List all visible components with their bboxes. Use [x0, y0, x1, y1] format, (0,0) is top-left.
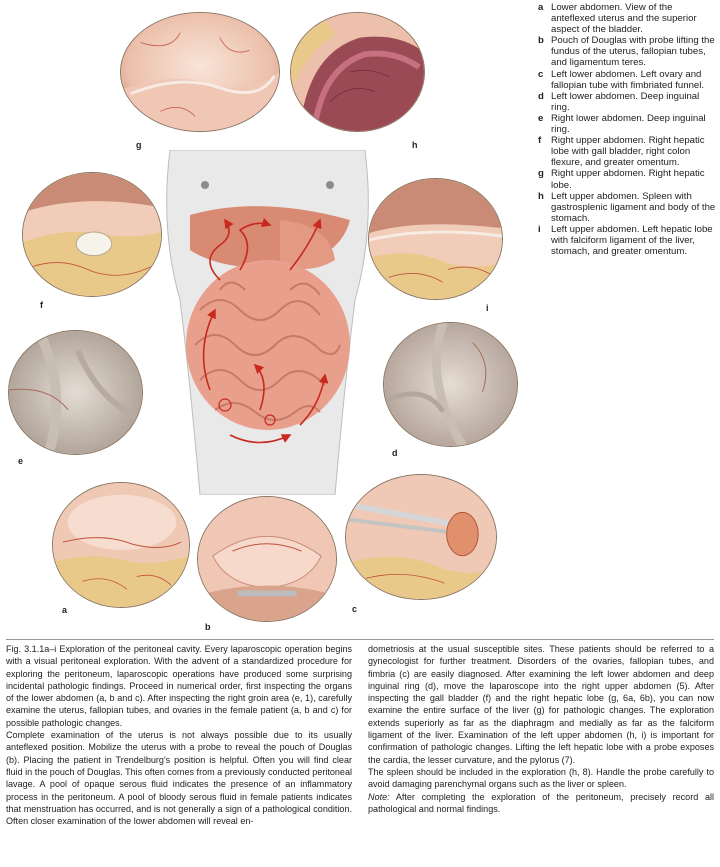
label-e: e: [18, 456, 24, 466]
legend-item-h: h Left upper abdomen. Spleen with gastro…: [538, 190, 716, 224]
figure-id: Fig. 3.1.1a–i: [6, 644, 57, 654]
endoscopic-view-i: [368, 178, 503, 300]
caption-right-column: dometriosis at the usual susceptible sit…: [368, 643, 714, 815]
caption-note: Note: After completing the exploration o…: [368, 791, 714, 816]
torso-illustration: [160, 150, 375, 495]
legend-item-b: b Pouch of Douglas with probe lifting th…: [538, 35, 715, 69]
endoscopic-view-b: [197, 496, 337, 622]
endoscopic-view-f: [22, 172, 162, 297]
endoscopic-view-h: [290, 12, 425, 132]
label-d: d: [392, 448, 398, 458]
caption-title: Exploration of the peritoneal cavity.: [59, 644, 202, 654]
label-h: h: [412, 140, 418, 150]
caption-paragraph-3: dometriosis at the usual susceptible sit…: [368, 644, 714, 765]
label-c: c: [352, 604, 358, 614]
caption-paragraph-2: Complete examination of the uterus is no…: [6, 730, 352, 827]
label-f: f: [40, 300, 43, 310]
label-i: i: [486, 303, 489, 313]
endoscopic-view-d: [383, 322, 518, 447]
legend-item-a: a Lower abdomen. View of the anteflexed …: [538, 2, 697, 36]
legend-item-e: e Right lower abdomen. Deep inguinal rin…: [538, 112, 706, 136]
figure-legend: a Lower abdomen. View of the anteflexed …: [538, 2, 716, 257]
caption-paragraph-4: The spleen should be included in the exp…: [368, 766, 714, 790]
label-a: a: [62, 605, 68, 615]
legend-item-g: g Right upper abdomen. Right hepatic lob…: [538, 168, 705, 191]
caption-paragraph-1: Fig. 3.1.1a–i Exploration of the periton…: [6, 643, 352, 729]
legend-item-d: d Left lower abdomen. Deep inguinal ring…: [538, 90, 700, 113]
label-g: g: [136, 140, 142, 150]
legend-item-f: f Right upper abdomen. Right hepatic lob…: [538, 135, 705, 169]
endoscopic-view-g: [120, 12, 280, 132]
caption-divider: [6, 639, 714, 640]
note-label: Note:: [368, 791, 390, 802]
note-text: After completing the exploration of the …: [368, 791, 715, 814]
legend-item-c: c Left lower abdomen. Left ovary and fal…: [538, 68, 705, 91]
endoscopic-view-a: [52, 482, 190, 608]
endoscopic-view-e: [8, 330, 143, 455]
laparoscopy-figure: g h f i: [8, 12, 518, 632]
endoscopic-view-c: [345, 474, 497, 600]
caption-left-column: Fig. 3.1.1a–i Exploration of the periton…: [6, 643, 352, 827]
legend-item-i: i Left upper abdomen. Left hepatic lobe …: [538, 223, 713, 258]
label-b: b: [205, 622, 211, 632]
caption-body: Every laparoscopic operation begins with…: [6, 644, 353, 728]
